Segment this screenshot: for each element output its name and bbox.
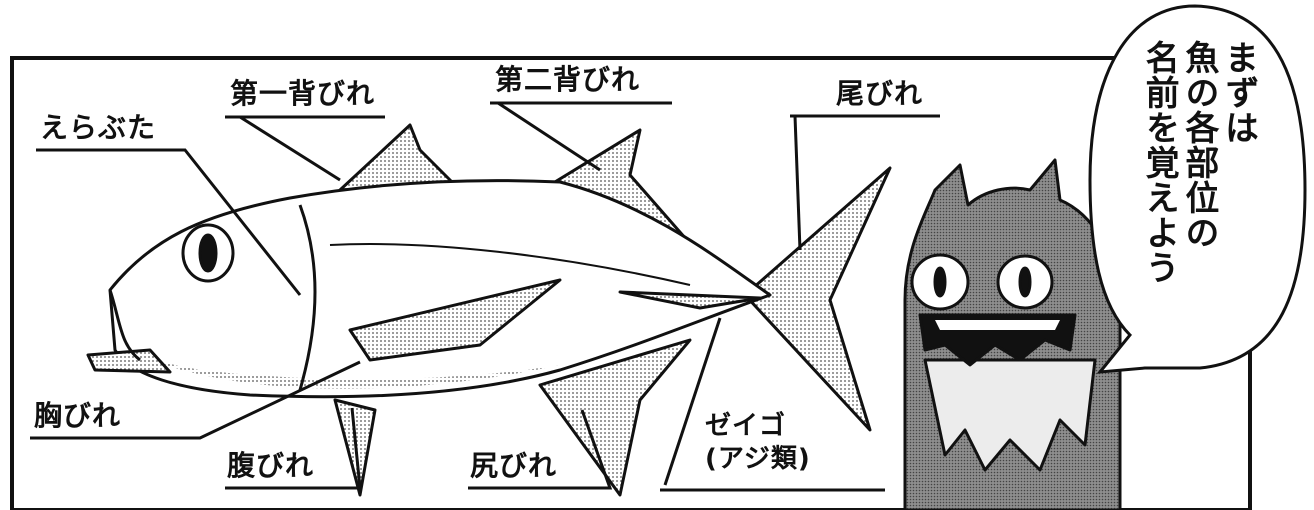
label-first-dorsal-fin: 第一背びれ (230, 77, 376, 110)
label-pelvic-fin: 腹びれ (227, 449, 315, 482)
label-scutes: ゼイゴ (アジ類) (705, 411, 811, 474)
label-gill-cover: えらぶた (40, 111, 157, 144)
speech-line-3: 名前を覚えよう (1139, 40, 1180, 285)
speech-line-2: 魚の各部位の (1178, 40, 1219, 250)
speech-line-1: まずは (1218, 40, 1259, 145)
label-pectoral-fin: 胸びれ (34, 399, 122, 432)
monster-character (903, 158, 1122, 510)
label-caudal-fin: 尾びれ (836, 77, 924, 110)
speech-bubble-text: まずは 魚の各部位の 名前を覚えよう (1128, 40, 1268, 360)
fish-illustration (86, 123, 892, 497)
speech-bubble (1088, 4, 1307, 374)
label-anal-fin: 尻びれ (470, 449, 558, 482)
label-second-dorsal-fin: 第二背びれ (495, 63, 641, 96)
leader-lines (30, 101, 940, 492)
